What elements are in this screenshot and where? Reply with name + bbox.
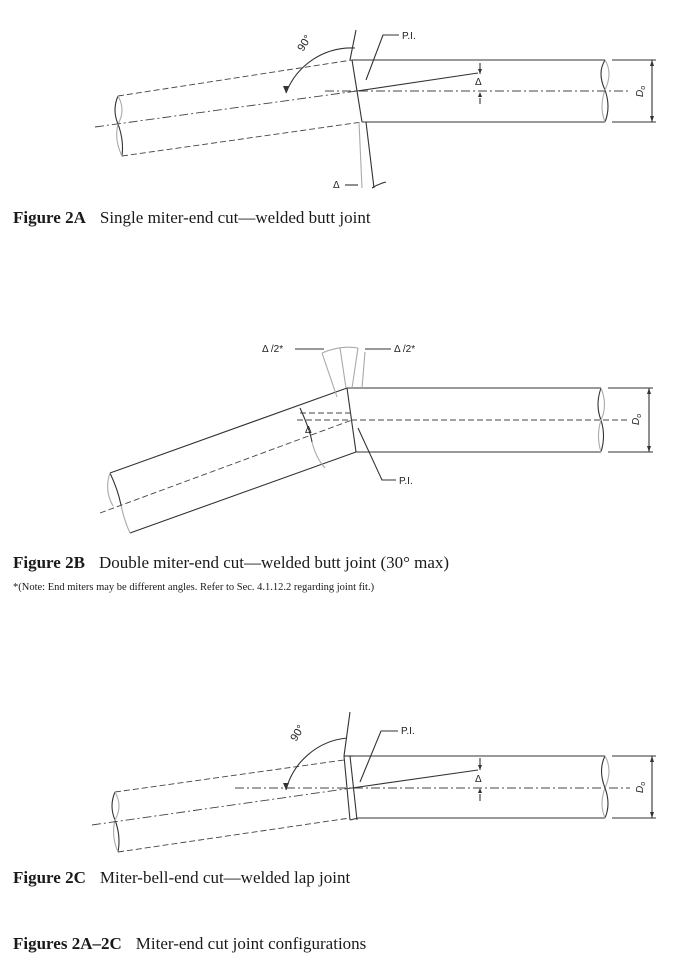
figure-2a-number: Figure 2A (13, 208, 86, 227)
figure-2c-pi-marker: P.I. (359, 726, 415, 783)
delta-half-left-label: Δ /2* (262, 344, 283, 355)
figure-2b-caption: Figure 2B Double miter-end cut—welded but… (13, 553, 449, 573)
figure-2c-title: Miter-bell-end cut—welded lap joint (99, 868, 351, 887)
figure-2c-pipe (91, 711, 630, 853)
figure-2c-angle-90: 90° (283, 723, 348, 791)
figure-2a-delta-marker: Δ Δ (333, 63, 482, 191)
delta-half-right-label: Δ /2* (394, 344, 415, 355)
diameter-label: Do (635, 86, 647, 97)
figures-summary-number: Figures 2A–2C (13, 934, 122, 953)
figure-2b-diameter-dim: Do (608, 387, 653, 453)
figure-2c-diameter-dim: Do (612, 755, 656, 819)
figure-2c-number: Figure 2C (13, 868, 86, 887)
pi-label: P.I. (402, 31, 416, 42)
figure-2a-pipe (94, 29, 630, 189)
figure-2b-angle-marker: Δ (299, 407, 326, 469)
figure-2b-pipe (99, 346, 630, 534)
figure-2a-caption: Figure 2A Single miter-end cut—welded but… (13, 208, 371, 228)
figure-2b-number: Figure 2B (13, 553, 85, 572)
figure-2c-delta-marker: Δ (475, 758, 482, 801)
figure-2a-pi-marker: P.I. (365, 31, 416, 81)
right-angle-label: 90° (288, 723, 307, 743)
pi-label: P.I. (399, 476, 413, 487)
figure-2a-angle-90: 90° (283, 33, 356, 94)
figures-summary-caption: Figures 2A–2C Miter-end cut joint configu… (13, 934, 366, 954)
delta-label: Δ (475, 774, 482, 785)
figure-2b-pi-marker: P.I. (357, 427, 413, 487)
delta-label: Δ (305, 425, 312, 436)
figure-2b-title: Double miter-end cut—welded butt joint (… (98, 553, 450, 572)
figure-2a-title: Single miter-end cut—welded butt joint (99, 208, 371, 227)
figure-2c-diagram: 90° P.I. Δ Do (91, 711, 656, 853)
figure-2a-diameter-dim: Do (612, 59, 656, 123)
pi-label: P.I. (401, 726, 415, 737)
diameter-label: Do (635, 782, 647, 793)
right-angle-label: 90° (295, 33, 314, 53)
figure-2b-note: *(Note: End miters may be different angl… (13, 582, 375, 593)
figure-2b-diagram: Δ Δ /2* Δ /2* P.I. Do (99, 344, 653, 534)
figure-2b-half-angle-labels: Δ /2* Δ /2* (262, 344, 415, 355)
delta-label-bottom: Δ (333, 180, 340, 191)
figures-summary-title: Miter-end cut joint configurations (135, 934, 367, 953)
figure-2c-caption: Figure 2C Miter-bell-end cut—welded lap j… (13, 868, 350, 888)
figure-2a-diagram: 90° P.I. Δ Δ Do (94, 29, 656, 191)
diameter-label: Do (631, 414, 643, 425)
delta-label: Δ (475, 77, 482, 88)
